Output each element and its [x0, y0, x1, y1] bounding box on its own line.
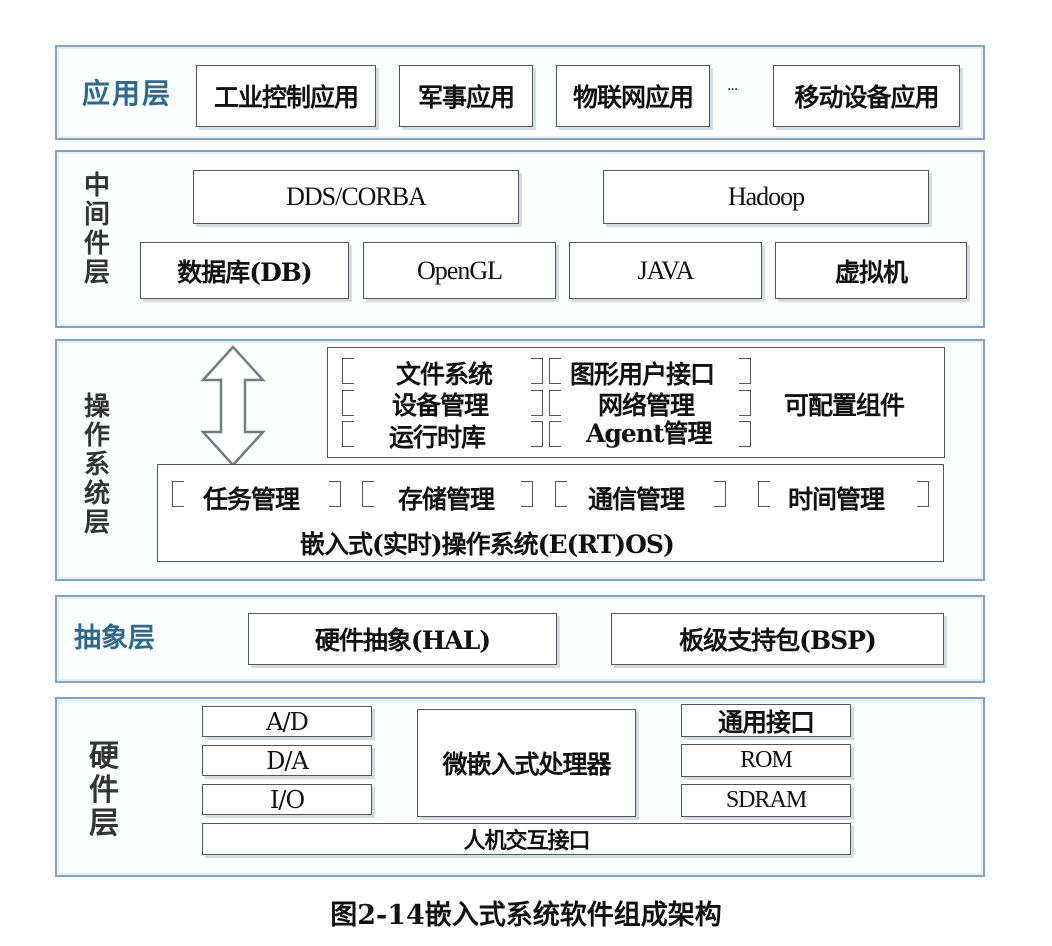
app-military: 军事应用 [399, 65, 533, 127]
figure-caption: 图2-14嵌入式系统软件组成架构 [330, 900, 722, 931]
hw-micro-processor: 微嵌入式处理器 [417, 709, 636, 817]
ertos-kernel [157, 464, 944, 562]
hal: 硬件抽象(HAL) [248, 613, 557, 665]
hw-sdram: SDRAM [681, 784, 851, 817]
file-system: 文件系统 [396, 360, 493, 389]
abstraction-layer-label: 抽象层 [74, 623, 155, 654]
mw-database: 数据库(DB) [140, 242, 349, 299]
task-management: 任务管理 [203, 485, 300, 514]
configurable-components-label: 可配置组件 [784, 391, 905, 420]
hw-generic-interface: 通用接口 [681, 704, 851, 737]
hw-ad: A/D [202, 706, 372, 737]
hardware-layer-label: 硬件层 [89, 739, 119, 842]
gui: 图形用户接口 [570, 360, 715, 389]
device-management: 设备管理 [392, 391, 489, 420]
runtime-library: 运行时库 [389, 423, 486, 452]
hw-io: I/O [202, 784, 372, 815]
mw-java: JAVA [569, 242, 762, 299]
ertos-title: 嵌入式(实时)操作系统(E(RT)OS) [300, 530, 675, 559]
communication-management: 通信管理 [588, 485, 685, 514]
bsp: 板级支持包(BSP) [611, 613, 944, 665]
agent-management: Agent管理 [586, 419, 713, 448]
app-ellipsis: ··· [727, 82, 738, 98]
os-layer-label: 操作系统层 [83, 392, 110, 539]
app-mobile-device: 移动设备应用 [773, 65, 960, 127]
network-management: 网络管理 [598, 391, 695, 420]
time-management: 时间管理 [788, 485, 885, 514]
storage-management: 存储管理 [398, 485, 495, 514]
hw-hmi: 人机交互接口 [202, 823, 851, 855]
mw-opengl: OpenGL [363, 242, 556, 299]
double-arrow-icon [200, 345, 266, 467]
hw-da: D/A [202, 745, 372, 776]
application-layer-label: 应用层 [82, 77, 173, 110]
configurable-components [327, 347, 945, 458]
middleware-layer-label: 中间件层 [83, 171, 110, 289]
hw-rom: ROM [681, 744, 851, 777]
mw-dds-corba: DDS/CORBA [193, 170, 519, 224]
mw-hadoop: Hadoop [603, 170, 929, 224]
mw-virtual-machine: 虚拟机 [775, 242, 967, 299]
app-industrial-control: 工业控制应用 [196, 65, 376, 127]
app-iot: 物联网应用 [556, 65, 710, 127]
